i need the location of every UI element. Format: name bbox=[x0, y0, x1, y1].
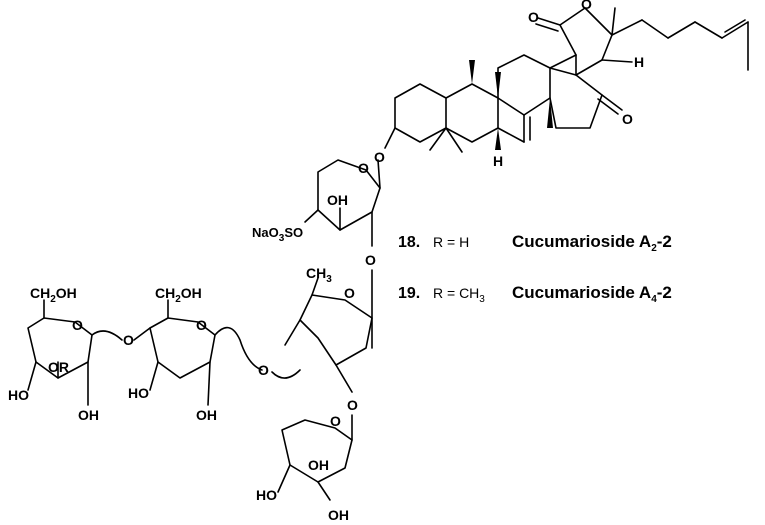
compound-r-group: R = H bbox=[433, 234, 469, 250]
compound-number: 19. bbox=[398, 285, 420, 302]
glucose-glucose-link-oxygen: O bbox=[123, 332, 134, 348]
compound-number: 18. bbox=[398, 234, 420, 251]
quinovose-xylose-link-oxygen: O bbox=[347, 397, 358, 413]
glucose-middle bbox=[149, 299, 301, 406]
c9-hydrogen: H bbox=[493, 153, 503, 169]
terminal-glucose-or: OR bbox=[48, 359, 69, 375]
quinovose-ring-oxygen: O bbox=[344, 285, 355, 301]
xylose-ring-oxygen: O bbox=[358, 160, 369, 176]
sodium-sulfate-group: NaO3SO bbox=[252, 225, 303, 244]
terminal-xylose-ring-oxygen: O bbox=[330, 413, 341, 429]
terminal-glucose-ring-oxygen: O bbox=[72, 317, 83, 333]
compound-label-19: 19. R = CH3 Cucumarioside A4-2 bbox=[398, 283, 672, 305]
terminal-xylose-hydroxyl-1: OH bbox=[308, 457, 329, 473]
xylose-sulfated bbox=[304, 159, 381, 247]
quinovose bbox=[284, 269, 373, 393]
terminal-xylose bbox=[277, 414, 353, 501]
ketone-oxygen: O bbox=[622, 111, 633, 127]
terminal-glucose-ch2oh: CH2OH bbox=[30, 285, 77, 305]
middle-glucose-ho: HO bbox=[128, 385, 149, 401]
xylose-quinovose-link-oxygen: O bbox=[365, 252, 376, 268]
aglycone bbox=[384, 7, 749, 153]
middle-glucose-ch2oh: CH2OH bbox=[155, 285, 202, 305]
quinovose-methyl: CH3 bbox=[306, 265, 332, 285]
terminal-glucose-oh: OH bbox=[78, 407, 99, 423]
middle-glucose-ring-oxygen: O bbox=[196, 317, 207, 333]
lactone-carbonyl-oxygen: O bbox=[528, 9, 539, 25]
glucose-quinovose-link-oxygen: O bbox=[258, 362, 269, 378]
compound-name: Cucumarioside A4-2 bbox=[512, 283, 672, 305]
compound-label-18: 18. R = H Cucumarioside A2-2 bbox=[398, 232, 672, 254]
glycosidic-oxygen: O bbox=[374, 149, 385, 165]
terminal-glucose-ho: HO bbox=[8, 387, 29, 403]
lactone-ring-oxygen: O bbox=[581, 0, 592, 12]
terminal-xylose-hydroxyl-2: OH bbox=[328, 507, 349, 523]
terminal-xylose-ho: HO bbox=[256, 487, 277, 503]
compound-name: Cucumarioside A2-2 bbox=[512, 232, 672, 254]
c17-hydrogen: H bbox=[634, 54, 644, 70]
middle-glucose-oh: OH bbox=[196, 407, 217, 423]
xylose-hydroxyl: OH bbox=[327, 192, 348, 208]
glucose-terminal bbox=[27, 299, 151, 406]
compound-r-group: R = CH3 bbox=[433, 285, 485, 305]
